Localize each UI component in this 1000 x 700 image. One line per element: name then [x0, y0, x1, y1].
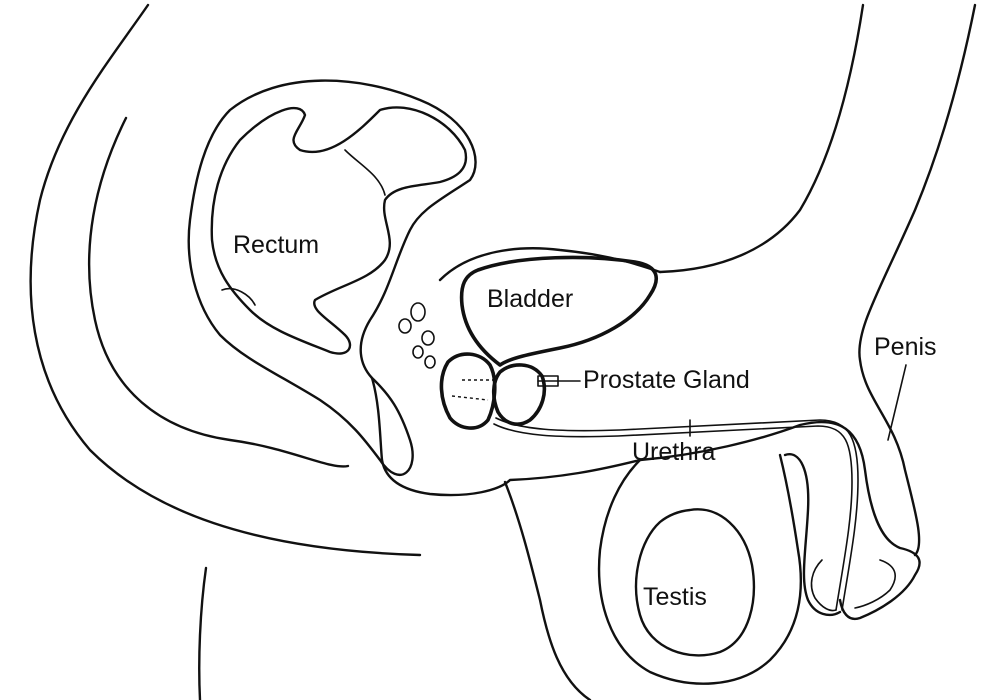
vesicle-3	[421, 330, 435, 346]
rectum-label: Rectum	[233, 231, 320, 259]
rectum-inner	[210, 106, 468, 355]
bladder-shape	[459, 255, 659, 367]
perineum-outline	[370, 376, 642, 497]
prostate-right-lobe	[491, 363, 547, 426]
far-front-outline	[858, 3, 977, 557]
inner-leg-line	[503, 480, 592, 700]
urethra-lower	[493, 423, 853, 611]
abdomen-outline	[658, 3, 865, 274]
vesicle-1	[410, 302, 426, 322]
bladder-label: Bladder	[487, 285, 574, 313]
rectum-fold-1	[221, 287, 256, 306]
pelvic-outline	[438, 247, 662, 282]
prostate-label: Prostate Gland	[583, 366, 750, 394]
urethra-label: Urethra	[632, 438, 716, 466]
leg-outline	[198, 566, 208, 700]
urethra-upper	[495, 417, 859, 611]
penis-outline	[638, 420, 921, 621]
penis-label: Penis	[874, 333, 937, 361]
rectum-fold-2	[344, 149, 386, 196]
scrotum-outline	[597, 453, 802, 685]
scrotum-inner-fold	[783, 453, 842, 616]
prostate-leader-box	[537, 375, 559, 387]
testis-shape	[634, 508, 756, 657]
glans-fold-1	[854, 559, 896, 609]
prostate-left-lobe	[439, 352, 497, 430]
glans-fold-2	[810, 559, 837, 612]
vesicle-4	[412, 345, 424, 359]
penis-leader	[887, 364, 907, 441]
prostate-dash-2	[451, 395, 489, 401]
testis-label: Testis	[643, 583, 707, 611]
body-outline-back	[29, 3, 422, 557]
rectum-outer	[187, 79, 477, 476]
buttock-fold	[87, 116, 350, 468]
vesicle-2	[398, 318, 412, 334]
vesicle-5	[424, 355, 436, 369]
